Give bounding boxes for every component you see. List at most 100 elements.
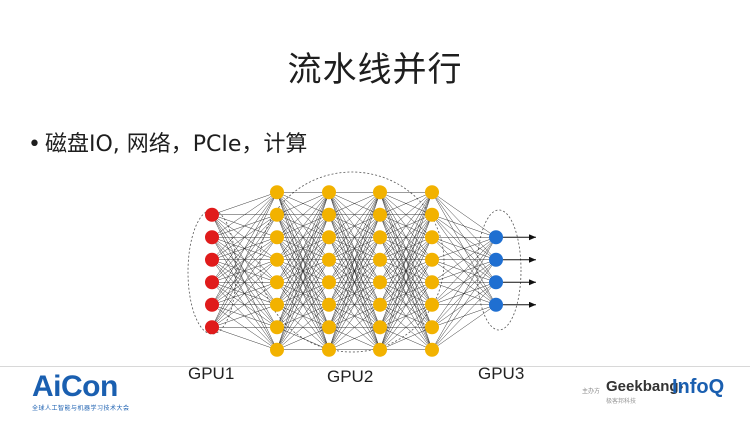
neuron-node [425, 207, 439, 222]
neuron-node [205, 320, 219, 335]
neuron-node [489, 230, 503, 245]
connection-line [211, 192, 278, 260]
neuron-node [205, 230, 219, 245]
neuron-node [270, 275, 284, 290]
connection-line [431, 237, 497, 260]
connection-line [276, 192, 330, 328]
connection-line [328, 192, 381, 238]
connection-line [276, 259, 330, 350]
neuron-node [373, 252, 387, 267]
bullet-dot-icon: • [28, 132, 41, 157]
connection-line [276, 192, 330, 215]
connection-line [211, 192, 278, 238]
connection-line [328, 192, 381, 305]
connection-line [431, 237, 497, 350]
infoq-logo: InfoQ [672, 376, 725, 398]
connection-line [431, 237, 497, 283]
neuron-node [322, 342, 336, 357]
bullet-item: •磁盘IO, 网络，PCIe，计算 [28, 126, 307, 158]
connection-line [431, 304, 497, 350]
neuron-node [270, 252, 284, 267]
neuron-node [373, 207, 387, 222]
connection-line [211, 259, 278, 328]
connection-line [328, 214, 381, 350]
connection-line [276, 304, 330, 350]
neuron-node [270, 342, 284, 357]
connection-line [379, 192, 433, 328]
connection-line [431, 237, 497, 305]
neuron-node [205, 297, 219, 312]
connection-line [379, 259, 433, 350]
aicon-subtitle: 全球人工智能与机器学习技术大会 [32, 405, 130, 412]
connection-line [328, 192, 381, 215]
connection-line [328, 282, 381, 350]
connection-line [431, 214, 497, 238]
neuron-node [270, 185, 284, 200]
connection-line [379, 192, 433, 215]
connection-line [328, 327, 381, 350]
connection-line [211, 237, 278, 328]
neuron-node [425, 185, 439, 200]
neuron-node [322, 207, 336, 222]
connection-line [211, 192, 278, 328]
connection-line [211, 304, 278, 328]
connection-line [431, 192, 497, 238]
neuron-nodes [205, 185, 503, 357]
gpu2-boundary [259, 171, 445, 353]
connection-line [328, 192, 381, 350]
neuron-node [322, 252, 336, 267]
connection-line [431, 282, 497, 350]
connection-line [276, 192, 330, 260]
connection-line [379, 192, 433, 238]
gpu3-label: GPU3 [478, 364, 525, 383]
neuron-node [425, 320, 439, 335]
connection-line [211, 192, 278, 283]
connection-line [276, 282, 330, 350]
connection-line [276, 192, 330, 350]
neuron-node [373, 320, 387, 335]
connection-line [379, 192, 433, 260]
neuron-node [270, 207, 284, 222]
connection-line [276, 327, 330, 350]
neuron-node [205, 275, 219, 290]
neuron-node [205, 252, 219, 267]
gpu2-label: GPU2 [327, 367, 374, 386]
neuron-node [373, 342, 387, 357]
connection-line [276, 214, 330, 350]
neuron-node [489, 297, 503, 312]
connection-line [379, 237, 433, 350]
output-arrows [503, 234, 536, 308]
neuron-node [322, 275, 336, 290]
neuron-node [425, 297, 439, 312]
connection-line [211, 214, 278, 328]
neuron-node [425, 342, 439, 357]
connection-line [379, 282, 433, 350]
connection-line [276, 192, 330, 283]
neuron-node [425, 275, 439, 290]
connection-line [379, 192, 433, 350]
connection-line [379, 327, 433, 350]
connection-lines [211, 192, 497, 350]
connection-line [328, 192, 381, 283]
gpu3-boundary [476, 209, 522, 331]
footer-divider [0, 366, 750, 367]
neuron-node [373, 275, 387, 290]
connection-line [328, 192, 381, 260]
neuron-node [322, 320, 336, 335]
neuron-node [270, 320, 284, 335]
neuron-node [322, 297, 336, 312]
neuron-node [425, 252, 439, 267]
organizer-label: 主办方 [582, 388, 601, 395]
connection-line [211, 192, 278, 305]
connection-line [328, 259, 381, 350]
neuron-node [322, 230, 336, 245]
neuron-node [489, 275, 503, 290]
geekbang-subtitle: 极客邦科技 [606, 398, 637, 405]
gpu1-label: GPU1 [188, 364, 235, 383]
neuron-node [373, 230, 387, 245]
neuron-node [270, 230, 284, 245]
connection-line [379, 214, 433, 350]
neuron-node [205, 207, 219, 222]
connection-line [328, 192, 381, 328]
